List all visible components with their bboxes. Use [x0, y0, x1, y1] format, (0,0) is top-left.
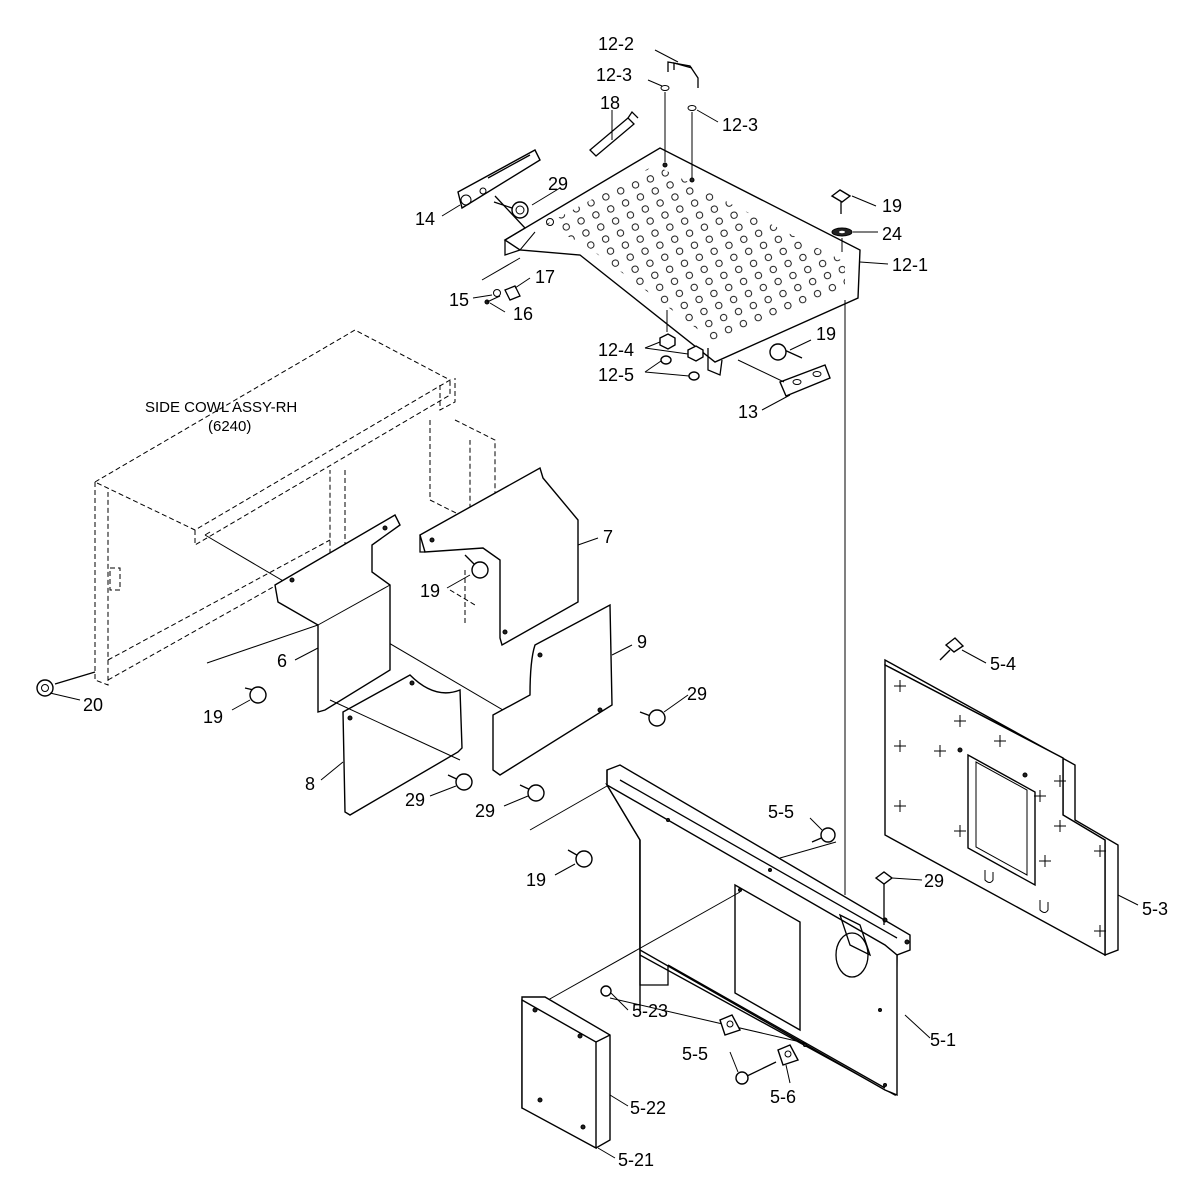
callout-12-3: 12-3 — [722, 115, 758, 135]
bolt-5-4 — [939, 637, 965, 661]
callout-19: 19 — [203, 707, 223, 727]
lid-5-21 — [521, 996, 611, 1150]
callout-8: 8 — [305, 774, 315, 794]
bolt-19-panel-7 — [464, 554, 489, 579]
callout-18: 18 — [600, 93, 620, 113]
callout-13: 13 — [738, 402, 758, 422]
clamp-5-6 — [719, 1014, 800, 1066]
bolt-20 — [36, 671, 96, 697]
callout-19: 19 — [420, 581, 440, 601]
panel-6 — [206, 514, 401, 713]
nut-12-4 — [659, 310, 704, 362]
pin-15-16-17 — [481, 257, 521, 305]
callout-7: 7 — [603, 527, 613, 547]
callout-29: 29 — [475, 801, 495, 821]
callout-5-6: 5-6 — [770, 1087, 796, 1107]
callout-24: 24 — [882, 224, 902, 244]
callout-20: 20 — [83, 695, 103, 715]
bolt-5-5-bottom — [735, 1061, 777, 1085]
side-cowl-assy-rh — [93, 329, 521, 721]
nut-12-5 — [660, 355, 700, 381]
panel-9 — [492, 603, 613, 776]
bolt-19-frame — [567, 849, 593, 868]
callout-29: 29 — [687, 684, 707, 704]
washer-24 — [831, 227, 853, 252]
frame-5-1 — [529, 764, 911, 1097]
bolt-29-panel-9b — [519, 784, 545, 802]
bolt-19-panel-6 — [244, 686, 267, 704]
callout-5-21: 5-21 — [618, 1150, 654, 1170]
callout-14: 14 — [415, 209, 435, 229]
callout-12-5: 12-5 — [598, 365, 634, 385]
callout-5-4: 5-4 — [990, 654, 1016, 674]
callout-5-23: 5-23 — [632, 1001, 668, 1021]
bolt-5-23 — [600, 985, 612, 997]
callout-17: 17 — [535, 267, 555, 287]
top-cover-12-1 — [503, 147, 861, 376]
callout-12-4: 12-4 — [598, 340, 634, 360]
callout-29: 29 — [405, 790, 425, 810]
bolt-29-panel-9 — [639, 709, 666, 727]
callout-29: 29 — [924, 871, 944, 891]
cover-plate-5-3 — [884, 658, 1119, 957]
callout-5-5: 5-5 — [682, 1044, 708, 1064]
bolt-19-top-right — [830, 189, 852, 214]
callout-29: 29 — [548, 174, 568, 194]
callout-12-1: 12-1 — [892, 255, 928, 275]
rod-18 — [589, 110, 639, 157]
callout-19: 19 — [882, 196, 902, 216]
callout-12-2: 12-2 — [598, 34, 634, 54]
callout-12-3: 12-3 — [596, 65, 632, 85]
panel-7 — [419, 466, 579, 647]
bolt-29-panel-8 — [447, 773, 473, 791]
callout-6: 6 — [277, 651, 287, 671]
plate-13 — [737, 359, 831, 397]
leader-lines — [49, 49, 1139, 1159]
assembly-title-line1: SIDE COWL ASSY-RH — [145, 399, 297, 416]
callout-5-22: 5-22 — [630, 1098, 666, 1118]
callout-19: 19 — [526, 870, 546, 890]
bolt-29 — [493, 201, 529, 219]
bracket-14 — [457, 149, 541, 241]
callout-19: 19 — [816, 324, 836, 344]
bolt-5-5-top — [811, 827, 836, 843]
callout-9: 9 — [637, 632, 647, 652]
washer-12-3 — [660, 85, 697, 178]
assembly-title-line2: (6240) — [208, 418, 251, 435]
panel-8 — [329, 674, 463, 816]
callout-5-3: 5-3 — [1142, 899, 1168, 919]
callout-15: 15 — [449, 290, 469, 310]
bolt-19-cover — [769, 343, 803, 361]
callout-5-1: 5-1 — [930, 1030, 956, 1050]
callout-16: 16 — [513, 304, 533, 324]
handle-12-2 — [667, 61, 699, 88]
callout-5-5: 5-5 — [768, 802, 794, 822]
